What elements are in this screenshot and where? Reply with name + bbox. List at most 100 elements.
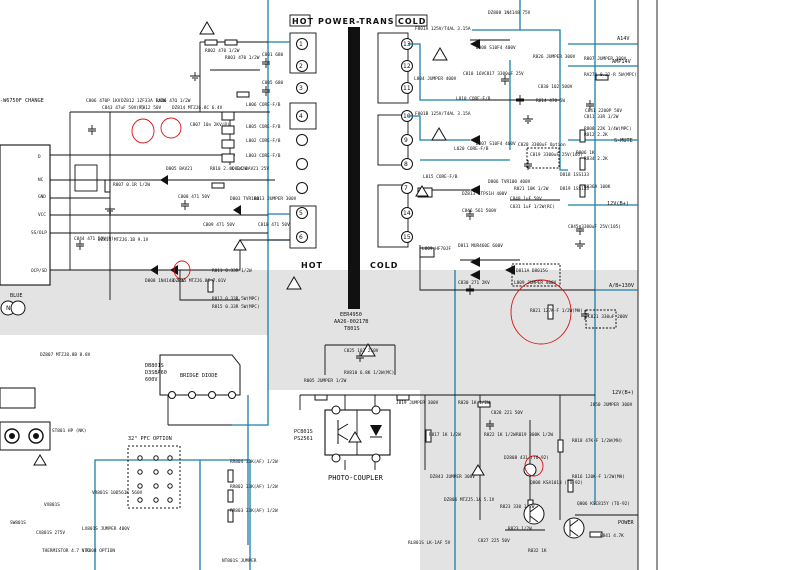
label-r821: R821 127K-F 1/2W(MH) <box>530 308 583 314</box>
label-r812b: R812 2.2K <box>584 132 608 138</box>
label-r822: R822 1K 1/2W <box>484 432 516 438</box>
label-d819: D819 1SS133 <box>560 186 589 192</box>
label-vx801s: VX801S <box>44 502 60 508</box>
svg-text:2: 2 <box>299 63 303 70</box>
label-f801a: F801A 125V/T4AL 3.15A <box>415 26 471 32</box>
pin-vcc: VCC <box>38 212 46 218</box>
label-r832: R832 1K <box>528 548 547 554</box>
label-c841: C841 2200P 50V <box>585 108 622 114</box>
header-hot: HOT <box>292 17 314 26</box>
label-st801: ST801 HP (NK) <box>52 428 86 434</box>
label-dz807: DZ807 MTZJ8.8B 8.8V <box>40 352 91 358</box>
bridge-label: BRIDGE DIODE <box>180 373 217 379</box>
label-d807: D807 S10F4 400V <box>476 141 516 147</box>
pin-nc: NC <box>38 177 44 183</box>
out-12v-bottom: 12V(B+) <box>612 390 634 396</box>
label-d808: D808 1N4148 75V <box>145 278 185 284</box>
label-j819: J819 JUMPER 300V <box>396 400 439 406</box>
svg-text:12: 12 <box>403 63 411 70</box>
label-dz815: DZ815 MTZJ6.8C 7.01V <box>173 278 226 284</box>
label-r808b: R808 22K 1/4W(MPC) <box>584 126 632 132</box>
label-r826: R826 JUMPER 300V <box>533 54 576 60</box>
bridge-spec1: D3SBA60 <box>145 370 167 376</box>
label-c818: C818 16V <box>463 71 485 77</box>
pfc-option-label: 32" PFC OPTION <box>128 436 172 442</box>
label-r810: R810 2.4K 1/2W <box>210 166 247 172</box>
label-c810: C810 471 50V <box>258 222 290 228</box>
photo-coupler-label: PHOTO-COUPLER <box>328 474 384 482</box>
svg-text:6: 6 <box>299 234 303 241</box>
svg-text:8: 8 <box>404 161 408 168</box>
label-r813: R813 JUMPER 300V <box>254 196 297 202</box>
red-circle-zd808 <box>524 455 544 477</box>
label-c830b: C830 102 500V <box>538 84 573 90</box>
label-dz814: DZ814 MTZJ6.8C 6.4V <box>172 105 223 111</box>
red-circle-dz812 <box>131 118 155 144</box>
label-c845: C845 3300uF 25V(105) <box>568 224 621 230</box>
label-r802: R802 470 1/2W <box>205 48 240 54</box>
label-r808-option: R808 OPTION <box>86 548 115 554</box>
label-r814: R814 470 5W <box>536 98 565 104</box>
pin-d: D <box>38 154 41 160</box>
label-c830: C830 271 2KV <box>458 280 490 286</box>
svg-text:7: 7 <box>404 185 408 192</box>
label-rr803: RR803 33K(AF) 1/2W <box>230 508 278 514</box>
label-c801: C801 680 <box>262 52 284 58</box>
label-c808: C808 471 50V <box>178 194 210 200</box>
label-c809: C809 471 50V <box>203 222 235 228</box>
label-r815: R815 0.33R 5W(MPC) <box>212 304 260 310</box>
label-c807: C807 10n 2KV(P) <box>190 122 230 128</box>
label-dz812: DZ812 1ZF33A 1/2W <box>121 98 166 104</box>
secondary-winding: 13 12 11 10 9 8 7 14 15 <box>377 32 413 248</box>
label-c843: C843 47uF 50V(P) <box>102 105 144 111</box>
label-d806: D806 TVR100 400V <box>488 179 531 185</box>
legend-blue: BLUE <box>10 293 23 299</box>
label-r823: R823 330 1/2W <box>500 504 535 510</box>
shaded-region-center <box>268 270 598 390</box>
option-box-c819 <box>526 147 560 169</box>
label-l805: L805 CORE-F/B <box>246 124 281 130</box>
label-l804: L804 JUMPER 400V <box>414 76 457 82</box>
label-d2808: D2808 431 (TO-92) <box>504 455 549 461</box>
label-l802: L802 CORE-F/B <box>246 138 281 144</box>
option-box-c821 <box>585 309 617 329</box>
out-a14v: A14V <box>617 36 630 42</box>
svg-text:5: 5 <box>299 210 303 217</box>
label-rr802: RR802 33K(AF) 1/2W <box>230 484 278 490</box>
label-ra27a: RA27A 0.22-R 5W(MPC) <box>584 72 637 78</box>
pfc-option: 32" PFC OPTION <box>127 436 181 509</box>
svg-text:4: 4 <box>299 113 303 120</box>
label-d808b: D808 S10F4 400V <box>476 45 516 51</box>
photo-coupler-part: PS2561 <box>294 436 313 442</box>
label-c817: C817 3300uF 25V <box>484 71 524 77</box>
label-l809: L809 HF70JF <box>422 246 451 252</box>
out-power: POWER <box>618 520 634 526</box>
transformer-cold-label: COLD <box>370 261 398 270</box>
black-wires <box>50 39 638 531</box>
label-r805: R805 JUMPER 1/2W <box>304 378 347 384</box>
transformer: 1 2 3 4 5 6 13 12 11 10 9 8 7 <box>289 27 413 332</box>
red-annotation-circles <box>131 117 572 477</box>
output-labels: A14V AMP14V S-MUTE 12V(B+) A/B+130V 12V(… <box>607 36 634 526</box>
label-r806: R806 47Ω 1/2W <box>156 98 191 104</box>
label-d818: D818 1SS133 <box>560 172 589 178</box>
label-c819: C819 3300uF 25V(105) <box>530 152 583 158</box>
label-dz808: DZ808 1N4148 75V <box>488 10 531 16</box>
out-smute: S-MUTE <box>614 138 633 144</box>
label-c828: C828 221 50V <box>491 410 523 416</box>
sub-box <box>74 164 98 192</box>
label-r818: R818 47K-F 1/2W(MH) <box>572 438 622 444</box>
ground-symbols <box>105 72 585 249</box>
label-r811: R811 0.33R 1/2W <box>212 268 252 274</box>
svg-text:1: 1 <box>299 41 303 48</box>
label-r819: R819 300K 1/2W <box>516 432 553 438</box>
svg-text:14: 14 <box>403 210 411 217</box>
bridge-ref: DB801S <box>145 363 164 369</box>
svg-text:10: 10 <box>403 113 411 120</box>
primary-winding: 1 2 3 4 5 6 <box>289 32 317 249</box>
label-c811: C811 33R 1/2W <box>584 114 619 120</box>
label-f801b: F801B 125V/T4AL 3.15A <box>415 111 471 117</box>
svg-text:9: 9 <box>404 137 408 144</box>
red-circle-dz815 <box>173 260 191 280</box>
